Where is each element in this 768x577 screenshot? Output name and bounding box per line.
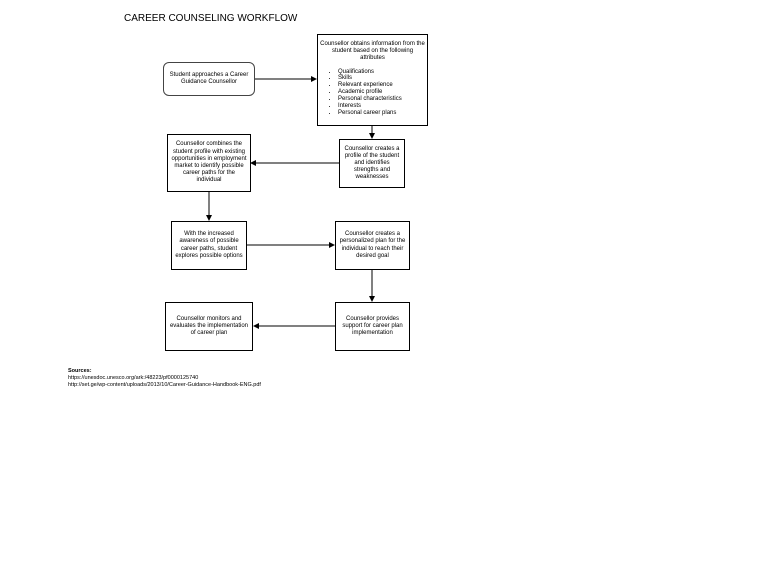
node-combines-profile-text: Counsellor combines the student profile … xyxy=(171,141,247,184)
node-creates-profile: Counsellor creates a profile of the stud… xyxy=(339,139,405,188)
node-student-approaches-text: Student approaches a Career Guidance Cou… xyxy=(169,71,249,85)
node-combines-profile: Counsellor combines the student profile … xyxy=(167,134,251,192)
sources-block: Sources: https://unesdoc.unesco.org/ark:… xyxy=(68,368,261,389)
node-creates-profile-text: Counsellor creates a profile of the stud… xyxy=(344,145,400,181)
node-explores-options: With the increased awareness of possible… xyxy=(171,221,247,270)
source-link[interactable]: https://unesdoc.unesco.org/ark:/48223/pf… xyxy=(68,375,199,382)
diagram-title: CAREER COUNSELING WORKFLOW xyxy=(124,13,298,24)
attribute-item: Skills xyxy=(338,75,402,82)
node-monitors: Counsellor monitors and evaluates the im… xyxy=(165,302,253,351)
node-personalized-plan: Counsellor creates a personalized plan f… xyxy=(335,221,410,270)
node-provides-support: Counsellor provides support for career p… xyxy=(335,302,410,351)
node-obtains-info-text: Counsellor obtains information from the … xyxy=(320,41,425,62)
source-link[interactable]: http://set.ge/wp-content/uploads/2013/10… xyxy=(68,382,261,389)
attribute-item: Relevant experience xyxy=(338,82,402,89)
attribute-item: Academic profile xyxy=(338,89,402,96)
node-student-approaches: Student approaches a Career Guidance Cou… xyxy=(163,62,255,96)
node-explores-options-text: With the increased awareness of possible… xyxy=(175,231,243,259)
attribute-item: Interests xyxy=(338,103,402,110)
attribute-item: Qualifications xyxy=(338,69,402,76)
sources-heading: Sources: xyxy=(68,368,92,374)
attribute-list: Qualifications Skills Relevant experienc… xyxy=(320,69,402,117)
attribute-item: Personal characteristics xyxy=(338,96,402,103)
attribute-item: Personal career plans xyxy=(338,110,402,117)
node-monitors-text: Counsellor monitors and evaluates the im… xyxy=(169,315,249,337)
node-personalized-plan-text: Counsellor creates a personalized plan f… xyxy=(339,231,406,259)
node-provides-support-text: Counsellor provides support for career p… xyxy=(342,315,403,337)
node-obtains-info: Counsellor obtains information from the … xyxy=(317,34,428,126)
